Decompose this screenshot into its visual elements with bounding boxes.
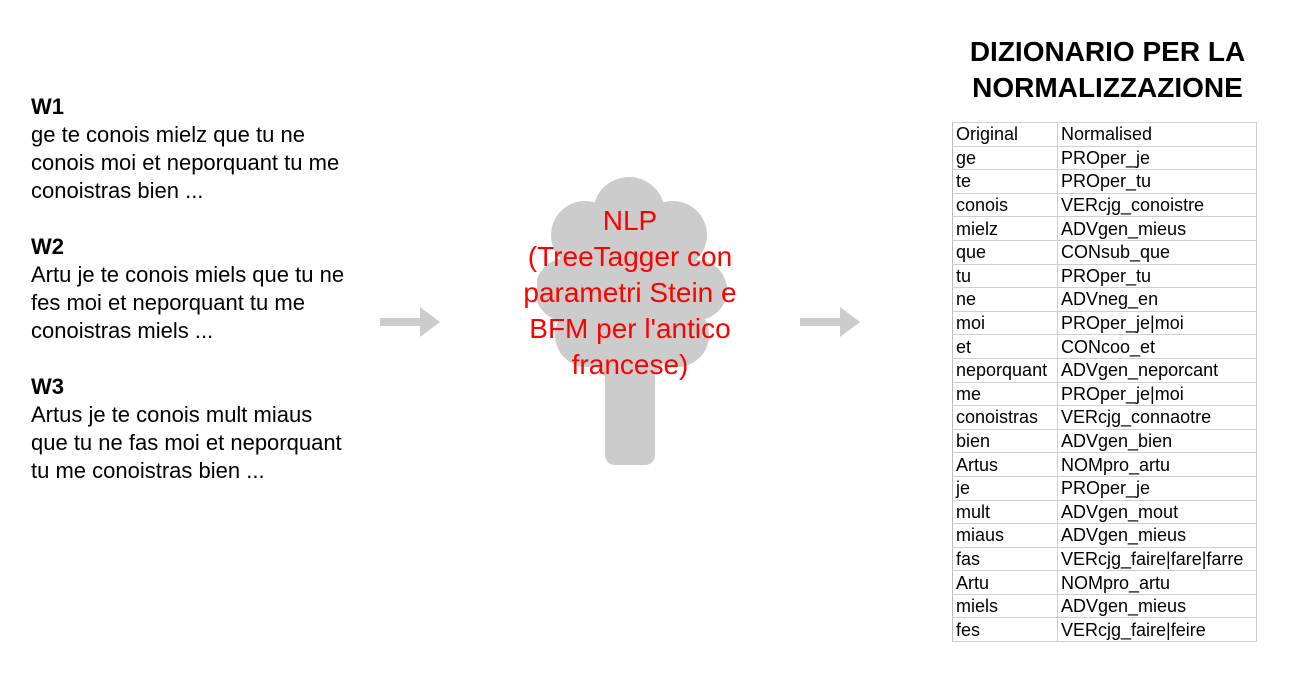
original-cell: miels bbox=[952, 593, 1058, 619]
original-cell: mielz bbox=[952, 216, 1058, 241]
normalised-cell: PROper_je bbox=[1057, 145, 1257, 171]
nlp-line: (TreeTagger con bbox=[527, 241, 733, 272]
witness-text: Artu je te conois miels que tu ne fes mo… bbox=[31, 262, 345, 343]
nlp-line: BFM per l'antico bbox=[529, 313, 731, 344]
original-cell: miaus bbox=[952, 523, 1058, 548]
normalised-cell: ADVgen_mieus bbox=[1057, 593, 1257, 619]
normalised-cell: PROper_je|moi bbox=[1057, 381, 1257, 407]
normalised-cell: ADVneg_en bbox=[1057, 287, 1257, 312]
original-cell: Artus bbox=[952, 452, 1058, 477]
arrow-right-icon bbox=[800, 307, 860, 337]
witness-text: ge te conois mielz que tu ne conois moi … bbox=[31, 122, 340, 203]
normalised-cell: VERcjg_connaotre bbox=[1057, 405, 1257, 430]
table-header-row: Original Normalised bbox=[952, 122, 1257, 147]
witness-id: W1 bbox=[31, 94, 64, 119]
original-cell: me bbox=[952, 381, 1058, 407]
original-cell: fes bbox=[952, 617, 1058, 643]
normalised-cell: VERcjg_faire|fare|farre bbox=[1057, 546, 1257, 572]
dictionary-title-line: DIZIONARIO PER LA bbox=[969, 36, 1246, 67]
nlp-line: parametri Stein e bbox=[523, 277, 737, 308]
normalised-cell: CONsub_que bbox=[1057, 239, 1257, 265]
nlp-label: NLP (TreeTagger con parametri Stein e BF… bbox=[500, 203, 760, 383]
witness-list: W1 ge te conois mielz que tu ne conois m… bbox=[31, 93, 351, 513]
witness-text: Artus je te conois mult miaus que tu ne … bbox=[31, 402, 342, 483]
original-cell: ge bbox=[952, 145, 1058, 171]
original-cell: ne bbox=[952, 287, 1058, 312]
witness-id: W2 bbox=[31, 234, 64, 259]
normalised-cell: CONcoo_et bbox=[1057, 334, 1257, 359]
dictionary-title-line: NORMALIZZAZIONE bbox=[972, 72, 1243, 103]
column-header-normalised: Normalised bbox=[1057, 122, 1257, 147]
witness-w1: W1 ge te conois mielz que tu ne conois m… bbox=[31, 93, 351, 205]
original-cell: je bbox=[952, 475, 1058, 501]
dictionary-title: DIZIONARIO PER LA NORMALIZZAZIONE bbox=[950, 34, 1265, 106]
normalised-cell: PROper_je|moi bbox=[1057, 310, 1257, 336]
normalised-cell: VERcjg_faire|feire bbox=[1057, 617, 1257, 643]
original-cell: tu bbox=[952, 263, 1058, 289]
normalised-cell: ADVgen_mout bbox=[1057, 499, 1257, 525]
original-cell: conois bbox=[952, 192, 1058, 218]
normalised-cell: ADVgen_neporcant bbox=[1057, 357, 1257, 383]
witness-id: W3 bbox=[31, 374, 64, 399]
original-cell: et bbox=[952, 334, 1058, 359]
original-cell: conoistras bbox=[952, 405, 1058, 430]
normalised-cell: NOMpro_artu bbox=[1057, 452, 1257, 477]
nlp-line: NLP bbox=[602, 205, 658, 236]
normalised-cell: ADVgen_mieus bbox=[1057, 216, 1257, 241]
original-cell: que bbox=[952, 239, 1058, 265]
original-cell: fas bbox=[952, 546, 1058, 572]
normalised-cell: PROper_tu bbox=[1057, 169, 1257, 194]
tree-icon bbox=[537, 177, 727, 465]
column-header-original: Original bbox=[952, 122, 1058, 147]
original-cell: bien bbox=[952, 428, 1058, 454]
original-cell: mult bbox=[952, 499, 1058, 525]
original-cell: moi bbox=[952, 310, 1058, 336]
witness-w2: W2 Artu je te conois miels que tu ne fes… bbox=[31, 233, 351, 345]
normalised-cell: PROper_tu bbox=[1057, 263, 1257, 289]
witness-w3: W3 Artus je te conois mult miaus que tu … bbox=[31, 373, 351, 485]
normalised-cell: ADVgen_mieus bbox=[1057, 523, 1257, 548]
normalised-cell: ADVgen_bien bbox=[1057, 428, 1257, 454]
original-cell: Artu bbox=[952, 570, 1058, 595]
original-cell: neporquant bbox=[952, 357, 1058, 383]
original-cell: te bbox=[952, 169, 1058, 194]
arrow-right-icon bbox=[380, 307, 440, 337]
normalised-cell: VERcjg_conoistre bbox=[1057, 192, 1257, 218]
normalised-cell: NOMpro_artu bbox=[1057, 570, 1257, 595]
normalised-cell: PROper_je bbox=[1057, 475, 1257, 501]
nlp-line: francese) bbox=[571, 349, 689, 380]
